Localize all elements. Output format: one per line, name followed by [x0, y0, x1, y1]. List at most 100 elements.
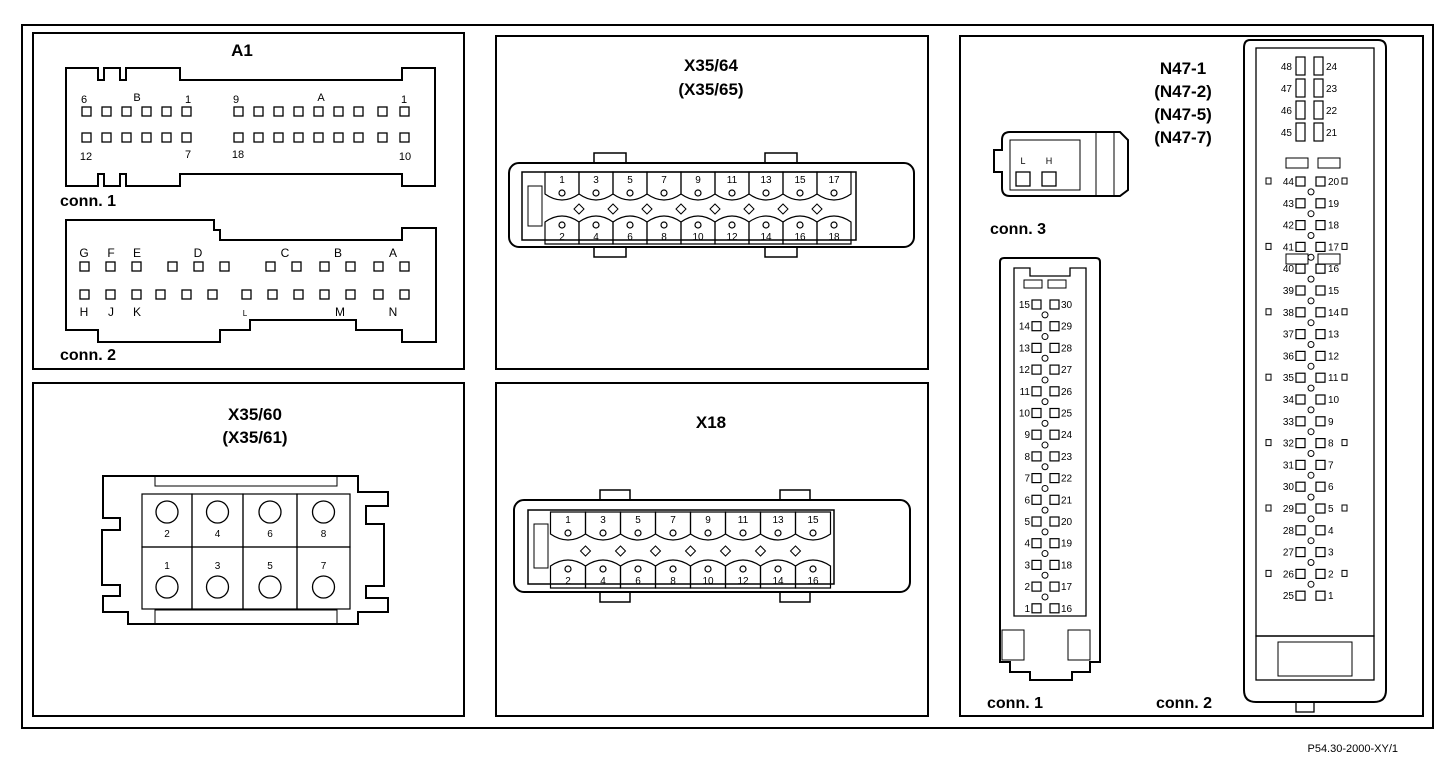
n47-c2-pin-label-17: 17 [1328, 242, 1340, 253]
n47-c2-pin-label-5: 5 [1328, 504, 1334, 515]
x18-diamond-6 [789, 545, 802, 557]
n47-c2-dot-9 [1307, 384, 1315, 392]
x18-cavity-top-15 [794, 511, 832, 541]
n47-c2-socket-13 [1315, 329, 1326, 340]
a1-c2-socket-top-9 [345, 261, 356, 272]
n47-conn3-socket-l [1015, 171, 1031, 187]
panel-x35-60-border [32, 382, 465, 717]
x35-64-diamond-3 [675, 203, 687, 215]
x18-pin-label-13: 13 [772, 515, 784, 526]
x35-60-socket-3 [205, 575, 230, 599]
a1-c2-socket-bottom-0 [79, 289, 90, 300]
n47-c2-pin-label-8: 8 [1328, 439, 1334, 450]
a1-c2-socket-top-0 [79, 261, 90, 272]
n47-c2-socket-12 [1315, 350, 1326, 361]
a1-c1-label-b: B [133, 92, 140, 104]
n47-c2-pin-label-37: 37 [1283, 330, 1295, 341]
n47-c2-blade-46 [1295, 100, 1306, 120]
x35-60-pin-label-3: 3 [215, 561, 221, 572]
n47-c2-socket-44 [1295, 176, 1306, 187]
x35-64-pin-16 [796, 221, 804, 229]
a1-c1-socket-top-8 [273, 106, 284, 117]
a1-c2-k: K [133, 305, 141, 319]
x18-pin-label-10: 10 [702, 576, 714, 587]
x18-pin-label-1: 1 [565, 515, 571, 526]
n47-c2-blade-22 [1313, 100, 1324, 120]
n47-conn3-pin-l: L [1020, 156, 1025, 166]
n47-c2-socket-1 [1315, 590, 1326, 601]
x35-64-diamond-2 [641, 203, 653, 215]
a1-c2-f: F [107, 246, 114, 260]
a1-c2-j: J [108, 305, 114, 319]
x35-60-housing [101, 475, 389, 625]
x35-64-pin-2 [558, 221, 566, 229]
x35-60-socket-6 [258, 500, 282, 524]
x18-pin-4 [599, 565, 607, 573]
n47-c1-dot-8 [1041, 484, 1049, 492]
x35-64-pin-label-14: 14 [760, 232, 772, 243]
n47-conn3-housing [993, 131, 1129, 197]
n47-c2-pin-label-1: 1 [1328, 591, 1334, 602]
x18-diamond-1 [614, 545, 627, 557]
n47-c2-pin-label-28: 28 [1283, 526, 1295, 537]
n47-c2-pin-label-12: 12 [1328, 351, 1340, 362]
x35-60-title: X35/60 [228, 405, 282, 424]
n47-c2-pin-label-11: 11 [1328, 373, 1339, 384]
n47-c2-dot-13 [1307, 471, 1315, 479]
n47-c2-dot-10 [1307, 406, 1315, 414]
x18-pin-3 [599, 529, 607, 537]
x35-64-diamond-0 [573, 203, 585, 215]
a1-c1-label-1b: 1 [401, 94, 407, 106]
a1-c1-socket-bottom-10 [313, 132, 324, 143]
n47-c2-notch-r-12 [1341, 439, 1348, 447]
x35-60-socket-1 [155, 575, 179, 599]
a1-c1-socket-top-13 [377, 106, 388, 117]
n47-c2-socket-40 [1295, 263, 1306, 274]
n47-c1-socket-4 [1031, 538, 1042, 549]
n47-c2-pin-label-43: 43 [1283, 199, 1295, 210]
x35-64-pin-label-8: 8 [661, 232, 667, 243]
x18-pin-7 [669, 529, 677, 537]
n47-c2-key-top-l [1285, 157, 1309, 169]
panel-a1: A1 6 B 1 9 A 1 12 7 18 10 conn. 1 G F E … [32, 32, 465, 370]
n47-c2-socket-2 [1315, 568, 1326, 580]
n47-c1-dot-13 [1041, 593, 1049, 601]
n47-c1-socket-10 [1031, 407, 1042, 419]
a1-c1-socket-bottom-6 [233, 132, 244, 143]
n47-c1-socket-15 [1031, 299, 1042, 310]
n47-c1-pin-label-18: 18 [1061, 560, 1073, 571]
n47-c2-blade-48 [1295, 56, 1306, 76]
n47-c1-socket-6 [1031, 494, 1042, 505]
x35-64-pin-label-6: 6 [627, 232, 633, 243]
n47-c2-socket-28 [1295, 525, 1306, 536]
n47-c2-socket-38 [1295, 307, 1306, 318]
n47-c2-notch-l-18 [1265, 569, 1272, 577]
n47-c2-notch-l-3 [1265, 242, 1272, 250]
n47-conn1-foot-l [1001, 629, 1025, 661]
x18-pin-11 [739, 529, 747, 537]
n47-title-1: N47-1 [1160, 59, 1206, 78]
n47-c2-pin-label-25: 25 [1283, 591, 1295, 602]
x18-pin-label-12: 12 [737, 576, 749, 587]
n47-c2-socket-17 [1315, 241, 1326, 252]
n47-conn2-foot [1255, 635, 1375, 681]
n47-c2-notch-r-6 [1341, 308, 1348, 316]
x18-pin-10 [704, 565, 712, 573]
a1-c2-c: C [281, 246, 290, 260]
n47-c2-socket-4 [1315, 525, 1326, 536]
a1-conn1-label: conn. 1 [60, 193, 116, 210]
x18-cavity-bottom-16 [794, 559, 832, 589]
x35-64-diamond-4 [709, 203, 721, 215]
panel-a1-border [32, 32, 465, 370]
a1-c1-socket-bottom-12 [353, 132, 364, 143]
a1-conn2-housing [65, 219, 437, 343]
x18-pin-label-7: 7 [670, 515, 676, 526]
n47-c2-pin-label-29: 29 [1283, 504, 1295, 515]
n47-c2-socket-32 [1295, 438, 1306, 449]
x35-64-diamond-5 [743, 203, 755, 215]
panel-x18-border [495, 382, 929, 717]
n47-c2-pin-label-21: 21 [1326, 128, 1338, 139]
n47-c1-pin-label-8: 8 [1024, 452, 1030, 463]
